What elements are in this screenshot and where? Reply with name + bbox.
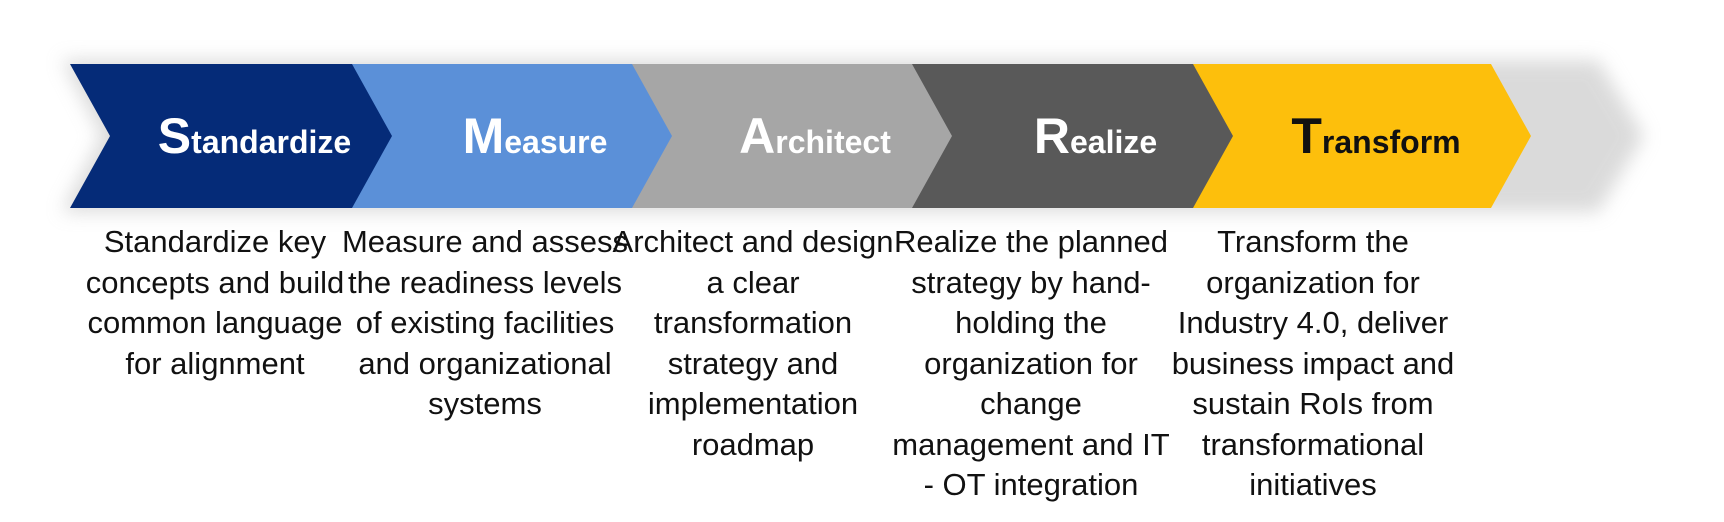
stage-title-initial: S bbox=[157, 108, 192, 164]
chevron-transform bbox=[1193, 64, 1531, 208]
stage-title-rest: easure bbox=[504, 124, 608, 160]
stage-title-rest: ealize bbox=[1069, 124, 1158, 160]
stage-title-initial: R bbox=[1033, 108, 1070, 164]
stage-title-initial: A bbox=[739, 108, 776, 164]
stage-description-measure: Measure and assess the readiness levels … bbox=[341, 224, 629, 421]
chevron-realize bbox=[912, 64, 1251, 208]
stage-title-rest: rchitect bbox=[775, 124, 891, 160]
stage-description-transform: Transform the organization for Industry … bbox=[1171, 224, 1455, 502]
chevron-standardize bbox=[70, 64, 411, 208]
stage-description-architect: Architect and design a clear transformat… bbox=[612, 224, 894, 462]
stage-description-realize: Realize the planned strategy by hand-hol… bbox=[892, 224, 1170, 502]
stage-title-initial: T bbox=[1291, 108, 1322, 164]
stage-description-standardize: Standardize key concepts and build commo… bbox=[85, 224, 345, 381]
chevron-architect bbox=[632, 64, 970, 208]
chevron-measure bbox=[352, 64, 690, 208]
stage-title-rest: ransform bbox=[1321, 124, 1461, 160]
stage-title-rest: tandardize bbox=[191, 124, 352, 160]
chevron-shapes bbox=[70, 64, 1531, 208]
stage-title-initial: M bbox=[462, 108, 505, 164]
